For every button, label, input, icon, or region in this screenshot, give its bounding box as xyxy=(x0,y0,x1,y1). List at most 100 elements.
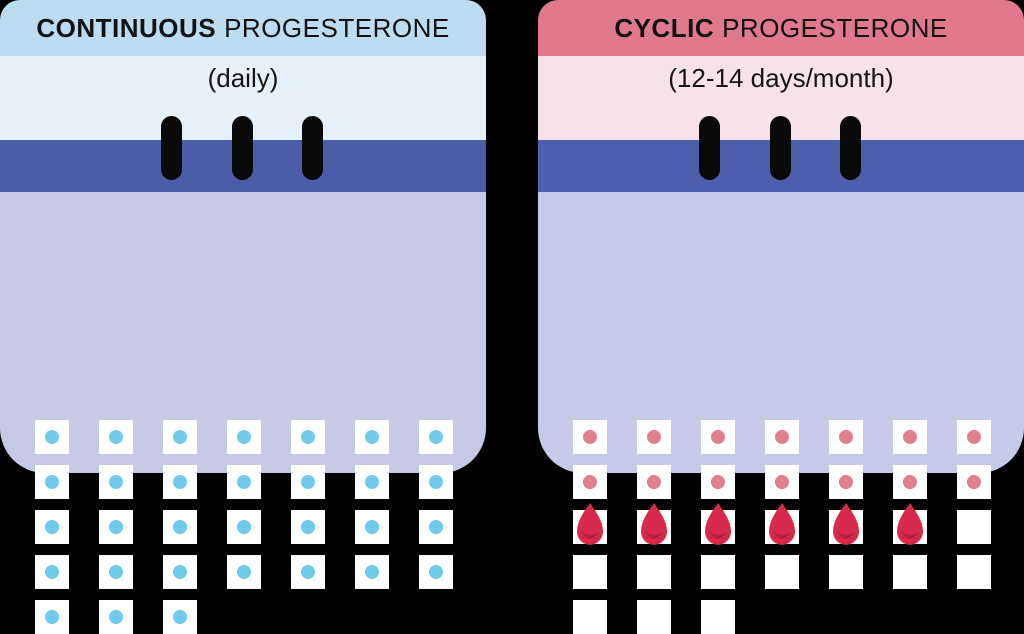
calendar-day-cell-empty xyxy=(829,555,863,589)
calendar-day-cell-drop xyxy=(893,503,927,545)
cyclic-progesterone-card: CYCLIC PROGESTERONE (12-14 days/month) xyxy=(538,0,1024,634)
pill-dot-icon xyxy=(45,475,59,489)
pill-dot-icon xyxy=(583,430,597,444)
pill-dot-icon xyxy=(173,520,187,534)
calendar-day-cell-dot xyxy=(163,465,197,499)
blood-drop-icon xyxy=(833,503,859,545)
calendar-day-cell-dot xyxy=(355,555,389,589)
calendar-day-cell-dot xyxy=(99,420,133,454)
calendar-day-cell-dot xyxy=(765,465,799,499)
pill-dot-icon xyxy=(237,430,251,444)
pill-dot-icon xyxy=(711,430,725,444)
pill-dot-icon xyxy=(775,475,789,489)
calendar-day-cell-dot xyxy=(35,420,69,454)
pill-dot-icon xyxy=(647,430,661,444)
calendar-day-cell-dot xyxy=(355,420,389,454)
pill-dot-icon xyxy=(429,430,443,444)
calendar-day-cell-dot xyxy=(573,465,607,499)
pill-dot-icon xyxy=(365,430,379,444)
calendar-day-cell-drop xyxy=(573,503,607,545)
calendar-day-cell-dot xyxy=(637,420,671,454)
pill-dot-icon xyxy=(301,520,315,534)
card-title-rest: PROGESTERONE xyxy=(224,12,450,43)
pill-dot-icon xyxy=(903,430,917,444)
calendar-day-cell-empty xyxy=(573,600,607,634)
binder-ring-icon xyxy=(161,116,182,180)
calendar-day-cell-dot xyxy=(291,465,325,499)
calendar-day-cell-dot xyxy=(573,420,607,454)
pill-dot-icon xyxy=(109,565,123,579)
pill-dot-icon xyxy=(583,475,597,489)
pill-dot-icon xyxy=(967,430,981,444)
calendar-day-cell-dot xyxy=(163,600,197,634)
calendar-day-cell-dot xyxy=(701,420,735,454)
calendar-day-cell-dot xyxy=(35,600,69,634)
calendar-day-cell-dot xyxy=(419,555,453,589)
pill-dot-icon xyxy=(173,610,187,624)
calendar-day-cell-dot xyxy=(227,465,261,499)
calendar-day-cell-empty xyxy=(637,555,671,589)
calendar-day-cell-dot xyxy=(291,420,325,454)
calendar-day-cell-empty xyxy=(957,510,991,544)
card-title-emphasis: CYCLIC xyxy=(614,12,715,43)
blood-drop-icon xyxy=(769,503,795,545)
calendar-day-cell-dot xyxy=(99,510,133,544)
calendar-day-cell-empty xyxy=(893,555,927,589)
calendar-day-cell-dot xyxy=(829,465,863,499)
pill-dot-icon xyxy=(109,520,123,534)
pill-dot-icon xyxy=(109,610,123,624)
calendar-day-cell-dot xyxy=(163,420,197,454)
calendar-body xyxy=(538,192,1024,634)
calendar-day-cell-dot xyxy=(99,555,133,589)
card-subtitle: (daily) xyxy=(207,63,279,93)
card-title-rest: PROGESTERONE xyxy=(722,12,948,43)
pill-dot-icon xyxy=(647,475,661,489)
calendar-day-cell-dot xyxy=(163,510,197,544)
calendar-day-cell-dot xyxy=(419,420,453,454)
blood-drop-icon xyxy=(897,503,923,545)
calendar-day-cell-drop xyxy=(829,503,863,545)
calendar-body xyxy=(0,192,486,634)
calendar-day-cell-dot xyxy=(419,510,453,544)
blood-drop-icon xyxy=(577,503,603,545)
calendar-day-cell-dot xyxy=(291,510,325,544)
calendar-day-cell-dot xyxy=(35,465,69,499)
calendar-grid xyxy=(573,420,991,634)
calendar-day-cell-dot xyxy=(701,465,735,499)
pill-dot-icon xyxy=(45,610,59,624)
calendar-day-cell-dot xyxy=(35,555,69,589)
binder-ring-icon xyxy=(699,116,720,180)
calendar-day-cell-dot xyxy=(35,510,69,544)
calendar-day-cell-dot xyxy=(765,420,799,454)
pill-dot-icon xyxy=(301,475,315,489)
calendar-day-cell-empty xyxy=(701,600,735,634)
calendar-day-cell-dot xyxy=(163,555,197,589)
calendar-day-cell-dot xyxy=(99,465,133,499)
calendar-day-cell-empty xyxy=(957,555,991,589)
calendar-day-cell-empty xyxy=(637,600,671,634)
pill-dot-icon xyxy=(109,475,123,489)
calendar-day-cell-drop xyxy=(701,503,735,545)
calendar-day-cell-empty xyxy=(765,555,799,589)
calendar-day-cell-dot xyxy=(227,420,261,454)
pill-dot-icon xyxy=(173,430,187,444)
calendar-day-cell-dot xyxy=(99,600,133,634)
continuous-progesterone-card: CONTINUOUS PROGESTERONE (daily) xyxy=(0,0,486,634)
pill-dot-icon xyxy=(173,475,187,489)
calendar-day-cell-empty xyxy=(573,555,607,589)
pill-dot-icon xyxy=(429,520,443,534)
pill-dot-icon xyxy=(429,475,443,489)
pill-dot-icon xyxy=(429,565,443,579)
pill-dot-icon xyxy=(45,520,59,534)
pill-dot-icon xyxy=(365,520,379,534)
pill-dot-icon xyxy=(365,565,379,579)
calendar-grid xyxy=(35,420,453,634)
calendar-day-cell-drop xyxy=(765,503,799,545)
pill-dot-icon xyxy=(903,475,917,489)
pill-dot-icon xyxy=(839,430,853,444)
calendar-day-cell-dot xyxy=(419,465,453,499)
calendar-day-cell-dot xyxy=(227,555,261,589)
pill-dot-icon xyxy=(301,565,315,579)
pill-dot-icon xyxy=(237,565,251,579)
